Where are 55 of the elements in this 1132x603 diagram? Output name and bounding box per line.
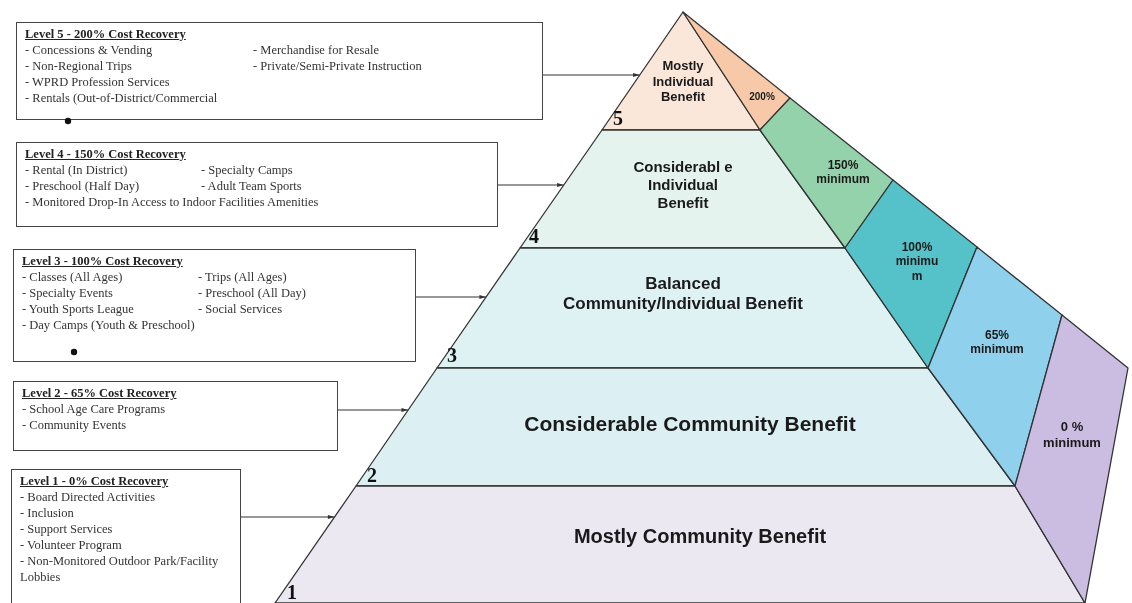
list-item: - Specialty Camps	[201, 162, 294, 178]
band-label: Mostly Individual Benefit	[651, 58, 715, 105]
band-label: Considerable Community Benefit	[523, 411, 857, 437]
list-item: - Board Directed Activities	[20, 489, 157, 505]
percent-label: 200%	[748, 91, 776, 103]
list-item: - Preschool (All Day)	[198, 285, 307, 301]
percent-label: 100% minimu m	[894, 240, 940, 284]
percent-label: 65% minimum	[969, 328, 1025, 357]
text-box	[13, 249, 416, 362]
arrow	[415, 295, 487, 299]
arrow	[542, 73, 641, 77]
list-item: - Merchandise for Resale	[253, 42, 380, 58]
level-number: 2	[367, 465, 377, 485]
level-number: 1	[287, 582, 297, 602]
text-box	[16, 22, 543, 120]
list-item: - WPRD Profession Services	[25, 74, 171, 90]
text-box	[13, 381, 338, 451]
arrow	[337, 408, 409, 412]
list-item: - School Age Care Programs	[22, 401, 167, 417]
list-item: - Youth Sports League	[22, 301, 135, 317]
list-item: - Inclusion	[20, 505, 75, 521]
list-item: - Day Camps (Youth & Preschool)	[22, 317, 196, 333]
list-item: - Trips (All Ages)	[198, 269, 288, 285]
level-number: 4	[529, 226, 539, 246]
percent-label: 0 % minimum	[1042, 419, 1102, 451]
list-item: - Rental (In District)	[25, 162, 129, 178]
band-label: Mostly Community Benefit	[572, 524, 828, 548]
list-item: - Non-Regional Trips	[25, 58, 133, 74]
band-label: Considerabl e Individual Benefit	[632, 158, 734, 212]
level-heading: Level 5 - 200% Cost Recovery	[25, 26, 186, 42]
list-item: - Monitored Drop-In Access to Indoor Facilities Amenities	[25, 194, 320, 210]
arrow	[240, 515, 336, 519]
list-item: - Social Services	[198, 301, 283, 317]
list-item: - Classes (All Ages)	[22, 269, 124, 285]
list-item: - Specialty Events	[22, 285, 114, 301]
text-box	[16, 142, 498, 227]
level-heading: Level 2 - 65% Cost Recovery	[22, 385, 177, 401]
list-item: - Non-Monitored Outdoor Park/Facility Lobbies	[20, 553, 220, 585]
list-item: - Preschool (Half Day)	[25, 178, 141, 194]
list-item: - Concessions & Vending	[25, 42, 154, 58]
level-heading: Level 4 - 150% Cost Recovery	[25, 146, 186, 162]
list-item: - Adult Team Sports	[201, 178, 303, 194]
level-number: 3	[447, 345, 457, 365]
text-box	[11, 469, 241, 603]
list-item: - Volunteer Program	[20, 537, 123, 553]
percent-label: 150% minimum	[815, 158, 871, 187]
list-item: - Rentals (Out-of-District/Commercial	[25, 90, 219, 106]
list-item: - Private/Semi-Private Instruction	[253, 58, 423, 74]
level-number: 5	[613, 108, 623, 128]
level-heading: Level 3 - 100% Cost Recovery	[22, 253, 183, 269]
list-item: - Support Services	[20, 521, 114, 537]
list-item: - Community Events	[22, 417, 128, 433]
level-heading: Level 1 - 0% Cost Recovery	[20, 473, 169, 489]
arrow	[497, 183, 565, 187]
band-label: Balanced Community/Individual Benefit	[563, 274, 803, 315]
